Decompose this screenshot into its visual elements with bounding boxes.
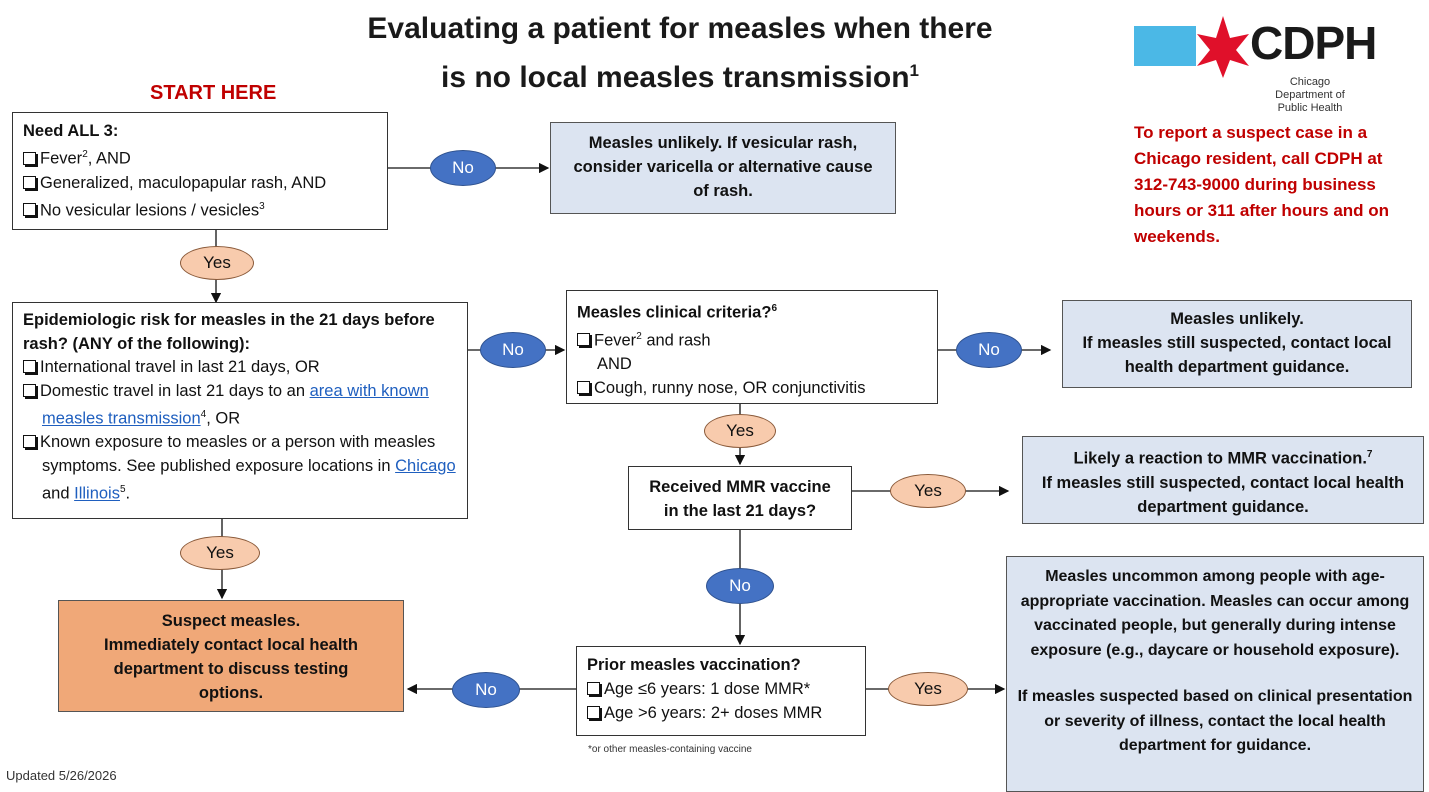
- star-icon: [1197, 16, 1249, 78]
- epi-risk-header: Epidemiologic risk for measles in the 21…: [23, 311, 435, 353]
- checkbox-icon: [577, 381, 590, 394]
- unlikely-contact-line2: If measles still suspected, contact loca…: [1082, 334, 1392, 376]
- uncommon-para2: If measles suspected based on clinical p…: [1017, 688, 1413, 754]
- prior-vaccination-box: Prior measles vaccination? Age ≤6 years:…: [576, 646, 866, 736]
- suspect-measles-box: Suspect measles. Immediately contact loc…: [58, 600, 404, 712]
- prior-vaccination-header: Prior measles vaccination?: [587, 656, 801, 674]
- checkbox-icon: [587, 706, 600, 719]
- checkbox-icon: [23, 175, 36, 189]
- uncommon-para1: Measles uncommon among people with age-a…: [1020, 568, 1410, 659]
- logo-subtitle: Chicago Department of Public Health: [1275, 76, 1345, 114]
- checkbox-icon: [577, 333, 590, 346]
- chicago-link[interactable]: Chicago: [395, 456, 456, 475]
- no-oval-epi: No: [480, 332, 546, 368]
- title-footnote: 1: [909, 61, 919, 80]
- yes-oval-need-all: Yes: [180, 246, 254, 280]
- unlikely-contact-line1: Measles unlikely.: [1170, 310, 1304, 328]
- suspect-line2: Immediately contact local health departm…: [104, 636, 358, 702]
- illinois-link[interactable]: Illinois: [74, 484, 120, 503]
- unlikely-contact-box: Measles unlikely. If measles still suspe…: [1062, 300, 1412, 388]
- uncommon-box: Measles uncommon among people with age-a…: [1006, 556, 1424, 792]
- transmission-area-link[interactable]: area with known measles transmission: [42, 381, 429, 428]
- title-line-1: Evaluating a patient for measles when th…: [367, 12, 993, 45]
- suspect-line1: Suspect measles.: [161, 612, 301, 630]
- clinical-criteria-box: Measles clinical criteria?6 Fever2 and r…: [566, 290, 938, 404]
- clinical-and: AND: [597, 355, 632, 373]
- need-all-three-box: Need ALL 3: Fever2, AND Generalized, mac…: [12, 112, 388, 230]
- unlikely-vesicular-box: Measles unlikely. If vesicular rash, con…: [550, 122, 896, 214]
- reaction-line1: Likely a reaction to MMR vaccination.7: [1073, 449, 1373, 468]
- need-all-item-rash: Generalized, maculopapular rash, AND: [23, 171, 377, 195]
- prior-item-young: Age ≤6 years: 1 dose MMR*: [587, 677, 855, 701]
- epi-risk-box: Epidemiologic risk for measles in the 21…: [12, 302, 468, 519]
- clinical-item-fever: Fever2 and rash: [577, 325, 927, 353]
- no-oval-clinical: No: [956, 332, 1022, 368]
- checkbox-icon: [23, 151, 36, 165]
- page-title: Evaluating a patient for measles when th…: [300, 8, 1060, 99]
- yes-oval-epi: Yes: [180, 536, 260, 570]
- epi-item-international: International travel in last 21 days, OR: [23, 356, 457, 380]
- epi-item-exposure: Known exposure to measles or a person wi…: [23, 431, 457, 506]
- yes-oval-prior: Yes: [888, 672, 968, 706]
- yes-oval-clinical: Yes: [704, 414, 776, 448]
- no-oval-prior: No: [452, 672, 520, 708]
- epi-item-domestic: Domestic travel in last 21 days to an ar…: [23, 380, 457, 432]
- clinical-item-cough: Cough, runny nose, OR conjunctivitis: [577, 376, 927, 400]
- prior-item-older: Age >6 years: 2+ doses MMR: [587, 701, 855, 725]
- updated-date: Updated 5/26/2026: [6, 768, 117, 783]
- start-here-label: START HERE: [150, 82, 277, 104]
- checkbox-icon: [23, 383, 36, 397]
- report-note: To report a suspect case in a Chicago re…: [1134, 123, 1390, 246]
- need-all-item-fever: Fever2, AND: [23, 143, 377, 171]
- yes-oval-mmr-recent: Yes: [890, 474, 966, 508]
- need-all-item-vesicles: No vesicular lesions / vesicles3: [23, 195, 377, 223]
- mmr-reaction-box: Likely a reaction to MMR vaccination.7 I…: [1022, 436, 1424, 524]
- checkbox-icon: [587, 682, 600, 695]
- logo-name: CDPH: [1250, 17, 1377, 69]
- need-all-header: Need ALL 3:: [23, 122, 119, 140]
- reaction-line2: If measles still suspected, contact loca…: [1041, 473, 1405, 516]
- mmr-recent-box: Received MMR vaccine in the last 21 days…: [628, 466, 852, 530]
- checkbox-icon: [23, 435, 36, 448]
- checkbox-icon: [23, 203, 36, 216]
- no-oval-need-all: No: [430, 150, 496, 186]
- vaccine-footnote: *or other measles-containing vaccine: [588, 744, 752, 755]
- clinical-criteria-header: Measles clinical criteria?6: [577, 303, 778, 322]
- checkbox-icon: [23, 360, 36, 373]
- logo-blue-square: [1134, 26, 1196, 66]
- title-line-2: is no local measles transmission: [441, 61, 910, 94]
- no-oval-mmr-recent: No: [706, 568, 774, 604]
